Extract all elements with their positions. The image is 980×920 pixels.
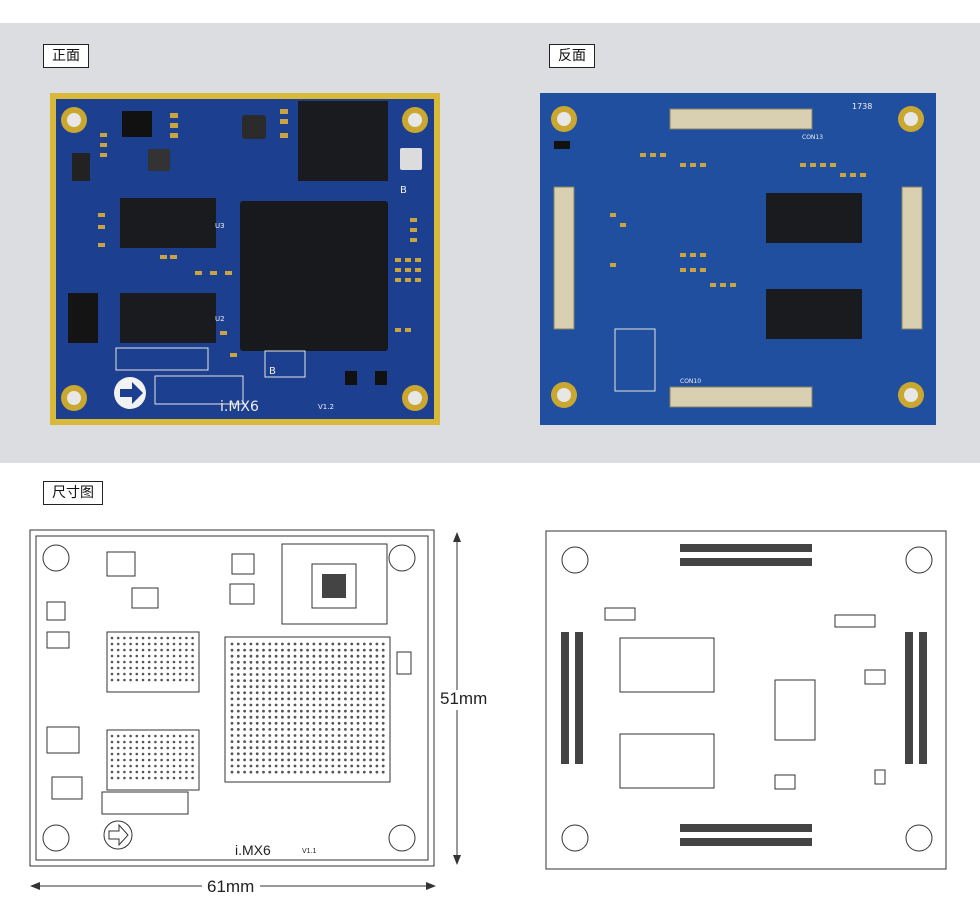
silk-box — [154, 375, 244, 405]
dim-board-label: i.MX6 — [235, 842, 271, 858]
pcb-surface — [540, 93, 936, 425]
transistor-q2 — [345, 371, 357, 385]
con13-label: CON13 — [802, 134, 823, 141]
back-board-photo: 1738 CON13 CON10 — [540, 93, 936, 425]
inductor-l3 — [72, 153, 90, 181]
ic-u7 — [242, 115, 266, 139]
transistor-q1 — [375, 371, 387, 385]
arrow-outline-icon — [103, 820, 133, 850]
soc-chip — [240, 201, 388, 351]
silk-box — [115, 347, 209, 371]
ram-chip-u2 — [120, 293, 216, 343]
connector-con12 — [553, 186, 575, 330]
chip-u2-label: U2 — [215, 315, 225, 323]
mounting-hole-icon — [61, 107, 87, 133]
mounting-hole-icon — [551, 106, 577, 132]
ram-chip-u4 — [766, 289, 862, 339]
connector-con11 — [901, 186, 923, 330]
front-view-tag: 正面 — [43, 44, 89, 68]
ic-u6 — [122, 111, 152, 137]
front-board-photo: i.MX6 V1.2 U3 U2 B B — [50, 93, 440, 425]
dimensions-tag: 尺寸图 — [43, 481, 103, 505]
mounting-hole-icon — [402, 385, 428, 411]
chip-u3-label: U3 — [215, 222, 225, 230]
mounting-hole-icon — [551, 382, 577, 408]
height-dimension-label: 51mm — [440, 689, 487, 708]
arrow-logo-icon — [114, 377, 146, 409]
ram-chip-u5 — [766, 193, 862, 243]
connector-con13 — [669, 108, 813, 130]
crystal — [400, 148, 422, 170]
ref-b-label-right: B — [400, 185, 407, 196]
mounting-hole-icon — [898, 106, 924, 132]
width-dimension-label: 61mm — [207, 877, 254, 896]
mounting-hole-icon — [61, 385, 87, 411]
front-dimension-drawing: i.MX6 V1.1 51mm 61mm — [29, 529, 487, 896]
inductor — [148, 149, 170, 171]
con10-label: CON10 — [680, 378, 701, 385]
mounting-hole-icon — [898, 382, 924, 408]
front-board-version: V1.2 — [318, 403, 334, 411]
diode-d10 — [554, 141, 570, 149]
back-view-tag: 反面 — [549, 44, 595, 68]
mounting-hole-icon — [402, 107, 428, 133]
silk-box — [614, 328, 656, 392]
silk-box — [264, 350, 306, 378]
ref-b-label: B — [269, 366, 276, 377]
back-board-code: 1738 — [852, 102, 872, 111]
ic-u10 — [68, 293, 98, 343]
ram-chip-u3 — [120, 198, 216, 248]
dim-board-version: V1.1 — [302, 848, 317, 855]
back-dimension-drawing — [545, 530, 947, 870]
emmc-chip — [298, 101, 388, 181]
connector-con10 — [669, 386, 813, 408]
front-board-label: i.MX6 — [220, 399, 259, 415]
